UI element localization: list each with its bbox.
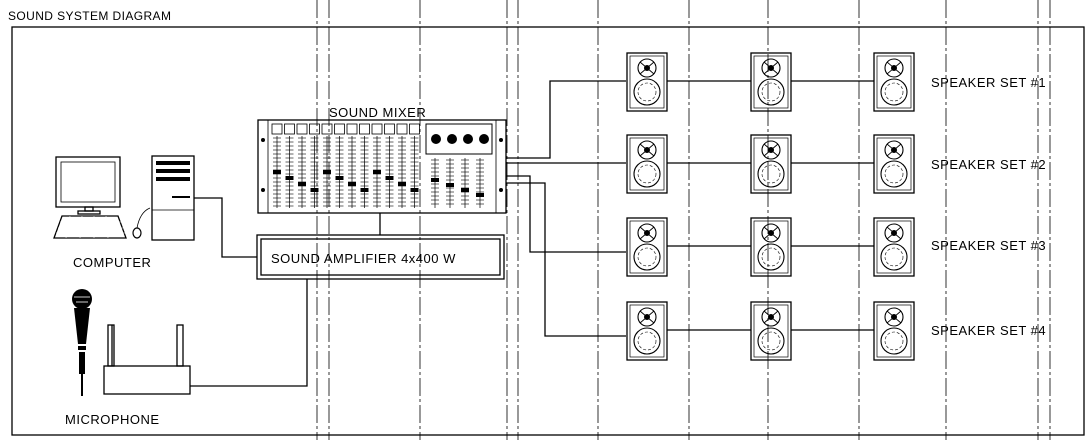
- mixer-channel-strip: [371, 123, 383, 208]
- output-wires: [506, 80, 626, 337]
- speaker-set-label: SPEAKER SET #2: [931, 157, 1046, 172]
- mixer-channel-strip: [296, 123, 308, 208]
- speaker-icon: [750, 134, 792, 194]
- microphone-label: MICROPHONE: [65, 412, 160, 427]
- speaker-set-label: SPEAKER SET #3: [931, 238, 1046, 253]
- mixer-channel-strip: [271, 123, 283, 208]
- mixer-channel-strip: [321, 123, 333, 208]
- speaker-set-label: SPEAKER SET #1: [931, 75, 1046, 90]
- speaker-icon: [750, 301, 792, 361]
- speaker-icon: [626, 52, 668, 112]
- speaker-icon: [626, 134, 668, 194]
- speaker-icon: [626, 217, 668, 277]
- mixer-channel-strip: [346, 123, 358, 208]
- speaker-set-labels: SPEAKER SET #1 SPEAKER SET #2 SPEAKER SE…: [931, 75, 1046, 338]
- sound-mixer-icon: [257, 119, 507, 214]
- mixer-channel-strip: [396, 123, 408, 208]
- amplifier-label: SOUND AMPLIFIER 4x400 W: [271, 251, 456, 266]
- input-wires: [190, 197, 381, 387]
- mixer-channel-strip: [309, 123, 320, 208]
- mixer-channel-strip: [359, 123, 370, 208]
- computer-label: COMPUTER: [73, 255, 151, 270]
- mixer-channel-strip: [334, 123, 345, 208]
- mixer-channel-strip: [409, 123, 420, 208]
- wireless-receiver-icon: [103, 324, 191, 395]
- computer-icon: [53, 155, 195, 241]
- speaker-set-label: SPEAKER SET #4: [931, 323, 1046, 338]
- diagram-frame: [11, 26, 1085, 436]
- speaker-icon: [873, 301, 915, 361]
- mixer-channel-strip: [384, 123, 395, 208]
- speaker-icon: [873, 52, 915, 112]
- background-centerlines: [316, 0, 1051, 440]
- speaker-icon: [626, 301, 668, 361]
- mixer-master-section: [425, 123, 493, 208]
- microphone-icon: [72, 289, 92, 396]
- speaker-grid: [626, 52, 915, 361]
- speaker-icon: [750, 52, 792, 112]
- diagram-title: SOUND SYSTEM DIAGRAM: [8, 9, 171, 23]
- speaker-icon: [750, 217, 792, 277]
- speaker-icon: [873, 134, 915, 194]
- mixer-channel-strip: [284, 123, 295, 208]
- mixer-label: SOUND MIXER: [329, 105, 426, 120]
- speaker-icon: [873, 217, 915, 277]
